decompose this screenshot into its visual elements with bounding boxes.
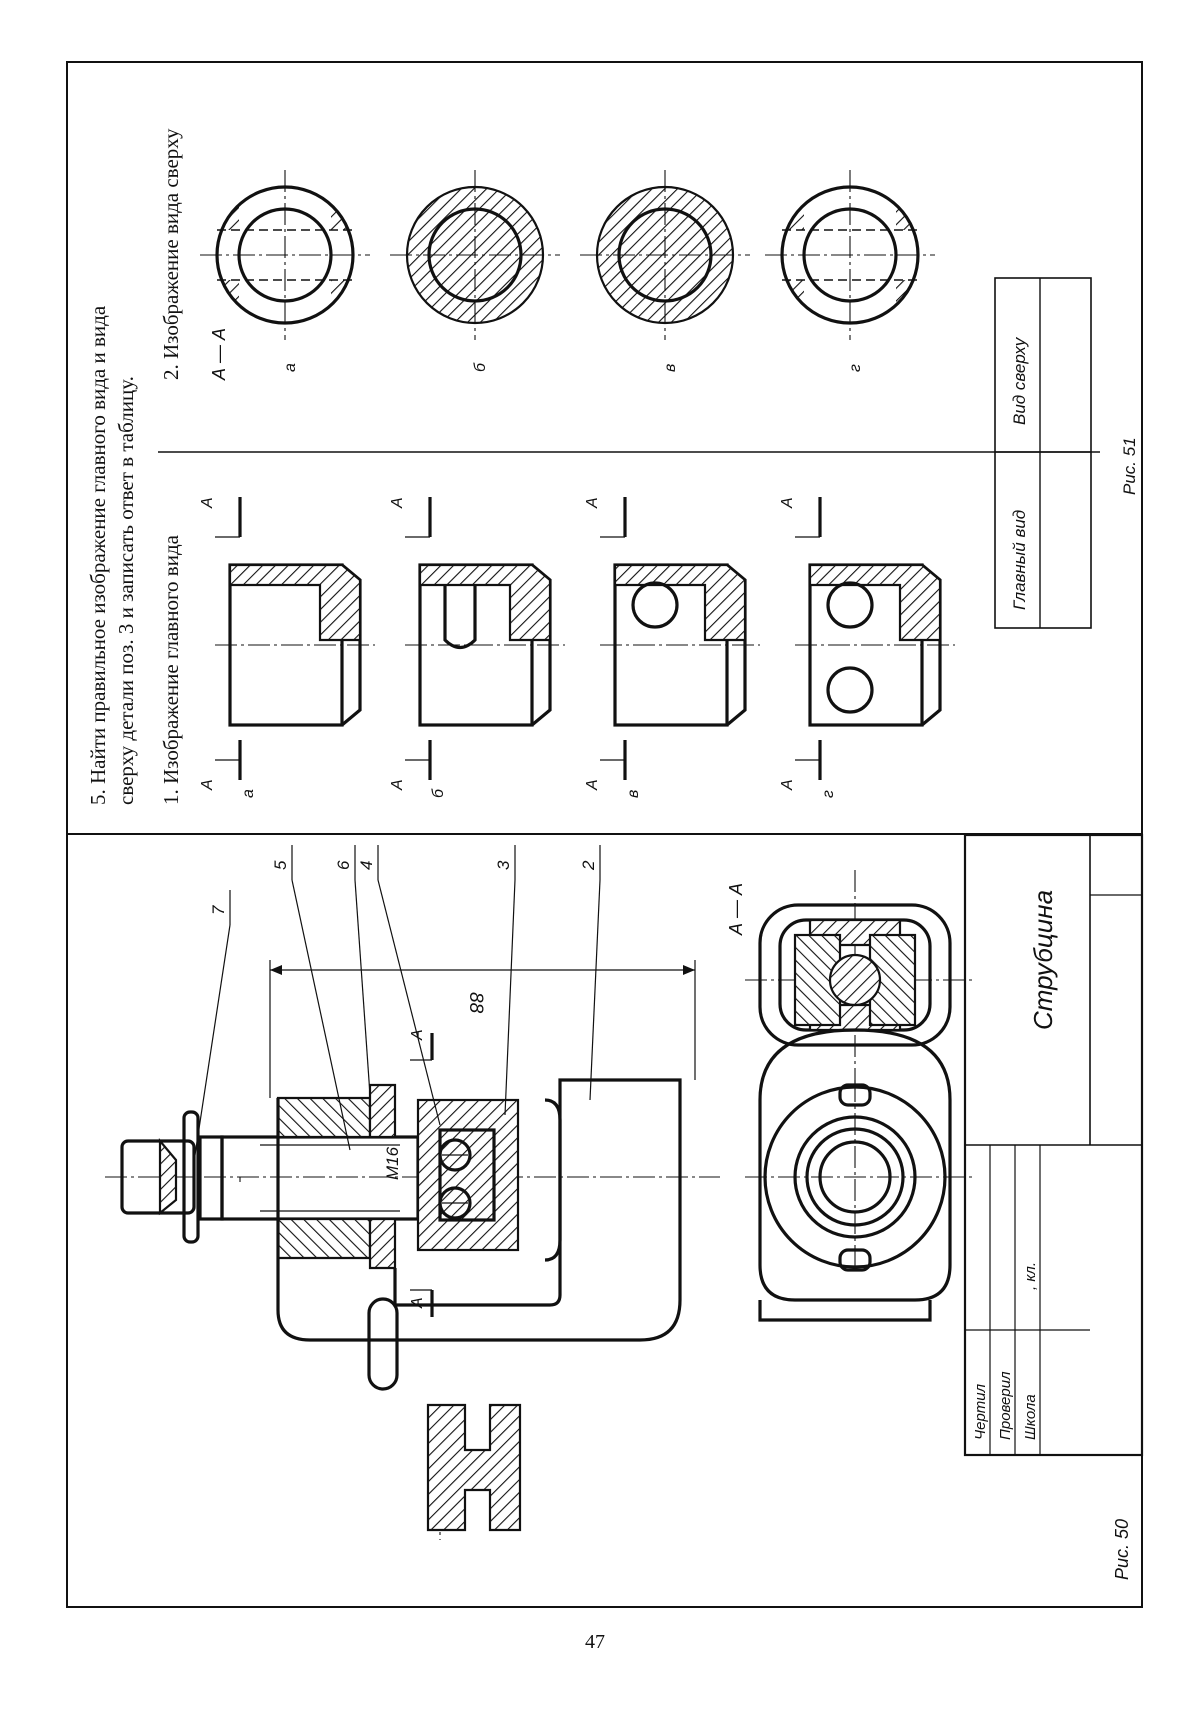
label: А	[389, 497, 406, 509]
col1-heading: 1. Изображение главного вида	[159, 534, 183, 805]
svg-text:Чертил: Чертил	[972, 1383, 989, 1440]
answer-top-view-label: Вид сверху	[1010, 336, 1029, 425]
variant-label: а	[240, 789, 257, 798]
thread-label: M16	[383, 1146, 402, 1180]
top-view-variant: б	[390, 170, 560, 372]
page-number: 47	[585, 1631, 605, 1653]
svg-text:А: А	[409, 1029, 426, 1041]
label: А	[389, 779, 406, 791]
dimension-88: 88	[269, 960, 696, 1098]
label: А	[584, 779, 601, 791]
variant-label: б	[472, 362, 489, 372]
variant-label: г	[820, 790, 837, 798]
variant-label: г	[847, 364, 864, 372]
leader-label: 6	[334, 860, 353, 870]
leader-label: 3	[494, 860, 513, 870]
section-a-a: А — А	[726, 883, 952, 1047]
variant-label: а	[282, 363, 299, 372]
label: А	[199, 779, 216, 791]
label: А	[779, 497, 796, 509]
top-view-variant: а	[200, 170, 370, 372]
top-view-variant: в	[580, 170, 750, 372]
svg-text:88: 88	[465, 992, 486, 1014]
variant-label: в	[662, 364, 679, 372]
leader-label: 2	[579, 860, 598, 871]
answer-table: Главный вид Вид сверху	[994, 277, 1092, 629]
svg-text:, кл.: , кл.	[1022, 1262, 1039, 1290]
svg-text:А — А: А — А	[726, 883, 746, 936]
variant-label: б	[430, 788, 447, 798]
svg-text:А: А	[409, 1297, 426, 1309]
main-view-variant: А Ав	[584, 497, 760, 798]
fig50-caption: Рис. 50	[1112, 1519, 1132, 1580]
screw-shank	[220, 1135, 452, 1221]
fig51-caption: Рис. 51	[1120, 437, 1139, 495]
clamp-frame	[276, 1078, 682, 1391]
leader-label: 5	[271, 860, 290, 870]
top-view-variant: г	[765, 170, 935, 372]
fig51: 5. Найти правильное изображение главного…	[86, 128, 1139, 805]
answer-main-view-label: Главный вид	[1010, 510, 1029, 610]
handle-bar	[120, 1110, 224, 1244]
task-text-line-2: сверху детали поз. 3 и записать ответ в …	[114, 376, 138, 805]
title-block: Струбцина Чертил Проверил Школа , кл.	[963, 833, 1144, 1457]
jaw	[416, 1098, 520, 1252]
col2-heading: 2. Изображение вида сверху	[159, 128, 183, 380]
leader-label: 7	[209, 905, 228, 915]
drawing-title: Струбцина	[1028, 890, 1058, 1030]
label: А	[199, 497, 216, 509]
main-view-variant: А Аг	[779, 497, 955, 798]
leader-label: 4	[357, 861, 376, 870]
label: А	[779, 779, 796, 791]
variant-label: в	[625, 790, 642, 798]
svg-text:Школа: Школа	[1022, 1394, 1039, 1440]
base-tee	[426, 1403, 522, 1532]
top-view	[758, 1028, 952, 1322]
section-label: А — А	[209, 328, 229, 381]
label: А	[584, 497, 601, 509]
main-view-variant: А Аа	[199, 497, 375, 798]
task-text-line-1: 5. Найти правильное изображение главного…	[86, 305, 110, 805]
main-view-variant: А Аб	[389, 497, 565, 798]
section-marks: А А	[409, 1029, 434, 1317]
svg-text:Проверил: Проверил	[997, 1371, 1014, 1440]
nut-body	[276, 1083, 397, 1270]
